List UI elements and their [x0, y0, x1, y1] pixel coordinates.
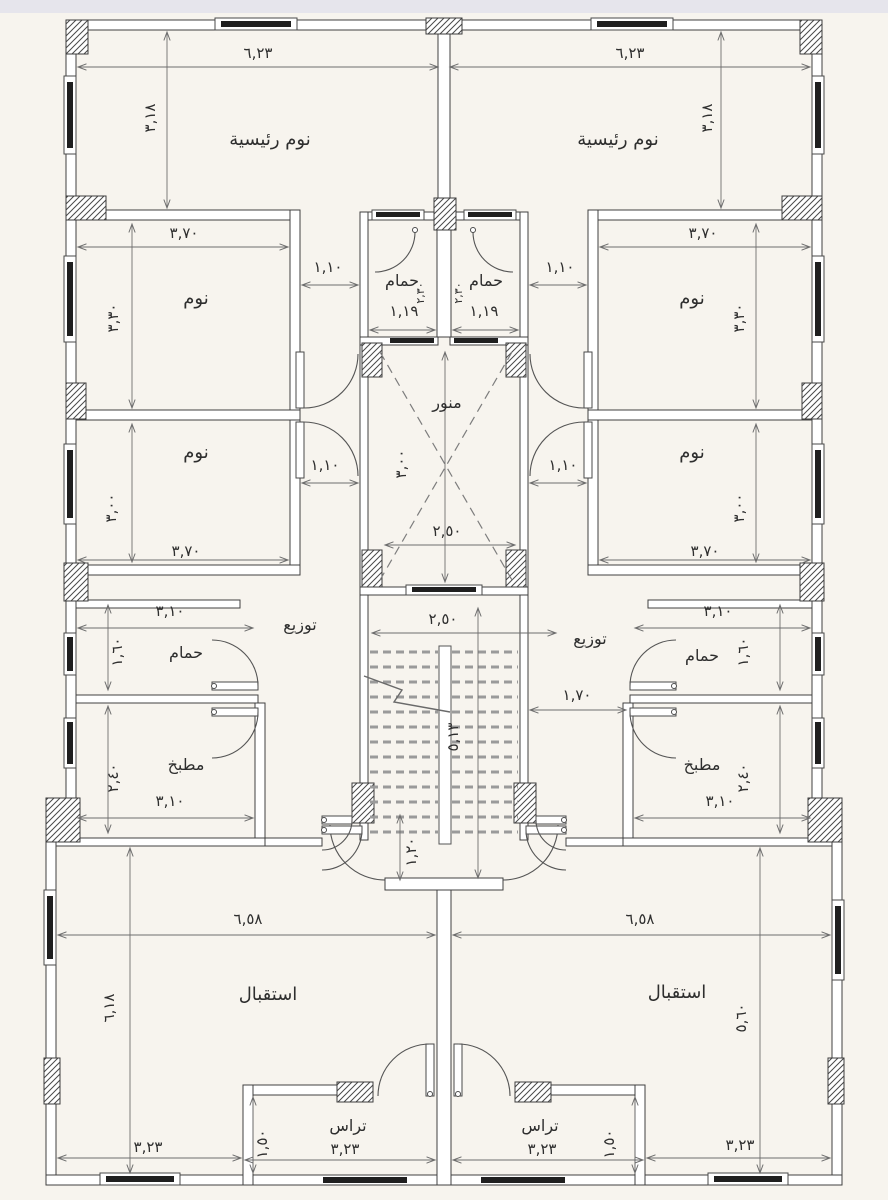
dim-bed2-depth-left: ٣,٠٠: [102, 494, 120, 523]
dim-bed2-width-left: ٣,٧٠: [172, 542, 201, 560]
room-label-bedroom-right-1: نوم: [679, 288, 704, 309]
dim-bed2-width-right: ٣,٧٠: [691, 542, 720, 560]
dim-bottom-corner-left: ٣,٢٣: [134, 1138, 163, 1156]
dim-bath-top-depth-right: ٢,٣٠: [452, 282, 465, 303]
room-label-kitchen-right: مطبخ: [684, 755, 721, 775]
dim-bath-top-width-right: ١,١٩: [470, 302, 499, 320]
dim-terrace-depth-left: ١,٥٠: [253, 1130, 271, 1159]
scan-edge-band: [0, 0, 888, 13]
room-label-master-bedroom-right: نوم رئيسية: [577, 129, 658, 150]
dim-bath-mid-depth-left: ١,٦٠: [108, 638, 126, 667]
dim-reception-depth-left: ٦,١٨: [100, 994, 118, 1023]
dim-terrace-width-right: ٣,٢٣: [528, 1140, 557, 1158]
dim-bath-mid-depth-right: ١,٦٠: [734, 638, 752, 667]
room-label-terrace-right: تراس: [521, 1116, 558, 1136]
room-label-lightwell: منور: [431, 393, 461, 413]
room-label-bathroom-top-left: حمام: [385, 271, 419, 290]
room-label-hall-right: توزيع: [573, 629, 606, 649]
room-label-bathroom-top-right: حمام: [469, 271, 503, 290]
room-label-bedroom-left-2: نوم: [183, 442, 208, 463]
room-labels: نوم رئيسية نوم رئيسية نوم نوم نوم نوم حم…: [168, 129, 721, 1136]
dim-kitchen-depth-right: ٢,٤٠: [734, 764, 752, 793]
dim-hall-corridor-right: ١,٧٠: [563, 686, 592, 704]
dim-kitchen-width-left: ٣,١٠: [156, 792, 185, 810]
room-label-terrace-left: تراس: [329, 1116, 366, 1136]
dim-master-depth-right: ٣,١٨: [698, 104, 716, 133]
dim-bath-mid-width-right: ٣,١٠: [704, 602, 733, 620]
room-label-kitchen-left: مطبخ: [168, 755, 205, 775]
room-label-bedroom-left-1: نوم: [183, 288, 208, 309]
dim-bed1-depth-left: ٣,٣٠: [104, 304, 122, 333]
room-label-bathroom-mid-left: حمام: [169, 643, 203, 662]
structural-columns: [43, 17, 845, 1105]
dim-lightwell-depth: ٣,٠٠: [392, 450, 410, 479]
dim-corridor-lower-right: ١,١٠: [549, 456, 578, 474]
room-label-bathroom-mid-right: حمام: [685, 646, 719, 665]
dim-corridor-upper-right: ١,١٠: [546, 258, 575, 276]
dim-kitchen-depth-left: ٢,٤٠: [104, 764, 122, 793]
dim-stair-width: ٢,٥٠: [429, 610, 458, 628]
dim-reception-width-right: ٦,٥٨: [626, 910, 655, 928]
dim-lightwell-width: ٢,٥٠: [433, 522, 462, 540]
dim-master-depth-left: ٣,١٨: [141, 104, 159, 133]
dim-kitchen-width-right: ٣,١٠: [706, 792, 735, 810]
dim-bath-top-width-left: ١,١٩: [390, 302, 419, 320]
room-label-reception-right: استقبال: [648, 982, 707, 1003]
dim-stair-length: ٥,١٣: [444, 723, 462, 752]
dim-corridor-upper-left: ١,١٠: [314, 258, 343, 276]
staircase: [363, 645, 518, 845]
dim-corridor-lower-left: ١,١٠: [311, 456, 340, 474]
room-label-master-bedroom-left: نوم رئيسية: [229, 129, 310, 150]
dim-bed1-width-right: ٣,٧٠: [689, 224, 718, 242]
room-label-reception-left: استقبال: [239, 984, 298, 1005]
stair-treads: [370, 650, 518, 834]
dim-bottom-corner-right: ٣,٢٣: [726, 1136, 755, 1154]
stair-break-line: [363, 675, 451, 713]
dimension-lines: [58, 32, 830, 1173]
dim-terrace-width-left: ٣,٢٣: [331, 1140, 360, 1158]
dim-bed1-width-left: ٣,٧٠: [170, 224, 199, 242]
windows: [43, 17, 845, 1186]
dim-terrace-depth-right: ١,٥٠: [600, 1130, 618, 1159]
dim-reception-depth-right: ٥,٦٠: [732, 1004, 750, 1033]
dim-bath-mid-width-left: ٣,١٠: [156, 602, 185, 620]
dim-bath-top-depth-left: ٢,٣٠: [414, 282, 427, 303]
dim-top-width-left: ٦,٢٣: [244, 44, 273, 62]
doors: [211, 227, 677, 1097]
dim-reception-width-left: ٦,٥٨: [234, 910, 263, 928]
room-label-bedroom-right-2: نوم: [679, 442, 704, 463]
dim-top-width-right: ٦,٢٣: [616, 44, 645, 62]
room-label-hall-left: توزيع: [283, 615, 316, 635]
dim-bed2-depth-right: ٣,٠٠: [730, 494, 748, 523]
dim-bed1-depth-right: ٣,٣٠: [730, 304, 748, 333]
dimension-labels: ٦,٢٣ ٦,٢٣ ٣,١٨ ٣,١٨ ٣,٧٠ ٣,٧٠ ٣,٣٠ ٣,٣٠ …: [100, 44, 754, 1158]
dim-entrance-width: ١,٢٠: [402, 838, 420, 867]
